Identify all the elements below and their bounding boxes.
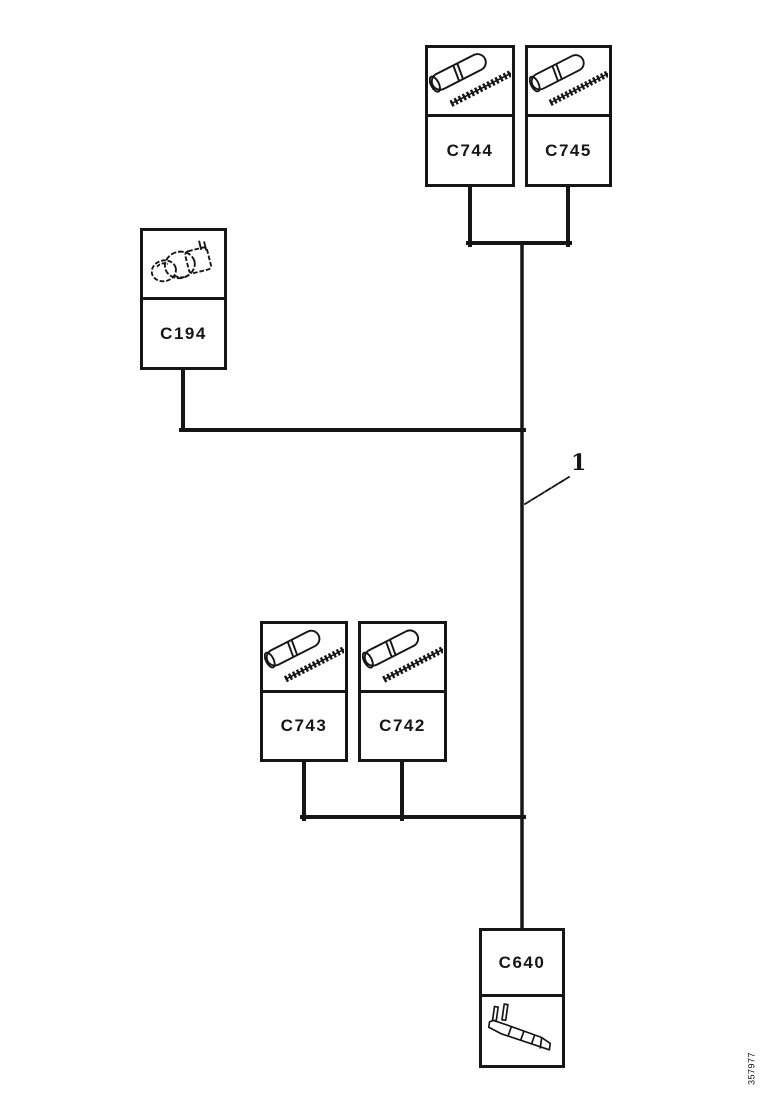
connector-label-c194: C194 <box>143 300 224 367</box>
connector-label-c745: C745 <box>528 117 609 184</box>
crimp-terminal-illustration-icon <box>482 997 562 1065</box>
connector-box-c745: C745 <box>525 45 612 187</box>
callout-label-1: 1 <box>571 450 587 476</box>
connector-box-c194: C194 <box>140 228 227 370</box>
butt-splice-illustration-icon <box>263 624 345 693</box>
connector-box-c744: C744 <box>425 45 515 187</box>
artwork-number: 357977 <box>746 1051 757 1086</box>
connector-box-c640: C640 <box>479 928 565 1068</box>
connector-box-c742: C742 <box>358 621 447 762</box>
connector-label-c742: C742 <box>361 693 444 759</box>
callout-leader-line <box>523 475 571 506</box>
connector-label-c743: C743 <box>263 693 345 759</box>
connector-box-c743: C743 <box>260 621 348 762</box>
connector-label-c640: C640 <box>482 931 562 997</box>
butt-splice-illustration-icon <box>428 48 512 117</box>
butt-splice-illustration-icon <box>528 48 609 117</box>
connector-label-c744: C744 <box>428 117 512 184</box>
multi-pin-connector-illustration-icon <box>143 231 224 300</box>
butt-splice-illustration-icon <box>361 624 444 693</box>
